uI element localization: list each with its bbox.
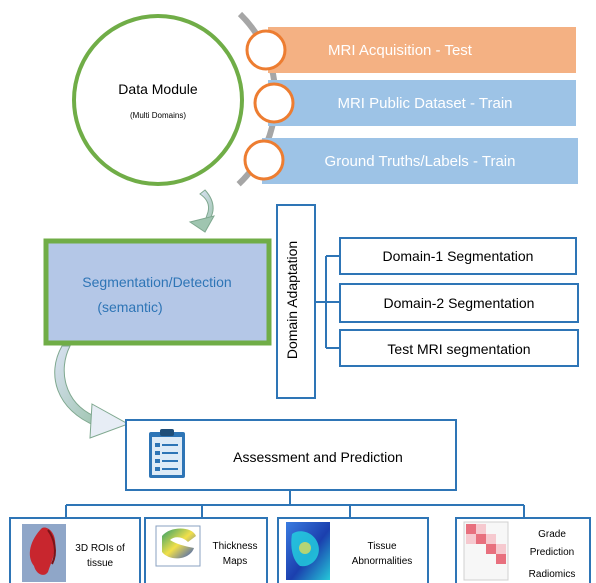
result-label-line: Tissue (367, 541, 397, 552)
result-tissue-abnormalities-box: Tissue Abnormalities (277, 517, 429, 583)
segmentation-title: Segmentation/Detection (82, 274, 231, 290)
result-label-line: Thickness (212, 541, 257, 552)
domain-output-label: Domain-2 Segmentation (384, 295, 535, 311)
result-label-line: Radiomics (529, 569, 576, 580)
source-label: Ground Truths/Labels - Train (325, 153, 516, 170)
tissue-abnormality-heatmap-thumbnail (286, 522, 330, 580)
source-label: MRI Acquisition - Test (328, 42, 473, 59)
result-3d-rois-box: 3D ROIs of tissue (9, 517, 141, 583)
3d-roi-tissue-thumbnail (22, 524, 66, 582)
result-label-line: Prediction (530, 547, 574, 558)
source-bullet-icon (243, 139, 285, 181)
data-module-node: Data Module (Multi Domains) (72, 14, 244, 186)
assessment-label: Assessment and Prediction (233, 449, 403, 465)
domain-connector (315, 255, 340, 349)
domain-adaptation-box: Domain Adaptation (276, 204, 316, 399)
result-label-line: Maps (223, 556, 247, 567)
thickness-map-thumbnail (155, 525, 201, 567)
source-bar-mri-acquisition: MRI Acquisition - Test (245, 27, 576, 73)
result-thickness-maps-box: Thickness Maps (144, 517, 268, 583)
clipboard-checklist-icon (149, 429, 185, 478)
source-bar-public-dataset: MRI Public Dataset - Train (253, 80, 576, 126)
domain-adaptation-label: Domain Adaptation (284, 241, 300, 359)
segmentation-detection-box: Segmentation/Detection (semantic) (43, 238, 272, 346)
data-module-title: Data Module (118, 81, 198, 97)
source-bullet-icon (253, 82, 295, 124)
domain-output-label: Test MRI segmentation (387, 341, 530, 357)
source-label: MRI Public Dataset - Train (337, 95, 512, 112)
domain-1-segmentation-box: Domain-1 Segmentation (339, 237, 577, 275)
result-grade-prediction-box: Grade Prediction Radiomics (455, 517, 591, 583)
segmentation-subtitle: (semantic) (97, 299, 162, 315)
result-label-line: Grade (538, 529, 566, 540)
data-module-subtitle: (Multi Domains) (130, 111, 186, 120)
domain-output-label: Domain-1 Segmentation (383, 248, 534, 264)
assessment-prediction-box: Assessment and Prediction (125, 419, 457, 491)
domain-2-segmentation-box: Domain-2 Segmentation (339, 283, 579, 323)
radiomics-matrix-thumbnail (463, 521, 509, 581)
result-label-line: 3D ROIs of (75, 543, 125, 554)
result-label-line: Abnormalities (352, 556, 413, 567)
results-tree-connector (65, 490, 525, 518)
result-label-line: tissue (87, 558, 114, 569)
test-mri-segmentation-box: Test MRI segmentation (339, 329, 579, 367)
flow-arrow-to-assessment (54, 345, 130, 439)
source-bullet-icon (245, 29, 287, 71)
source-bar-ground-truths: Ground Truths/Labels - Train (243, 138, 578, 184)
flow-arrow-to-segmentation (188, 189, 216, 233)
